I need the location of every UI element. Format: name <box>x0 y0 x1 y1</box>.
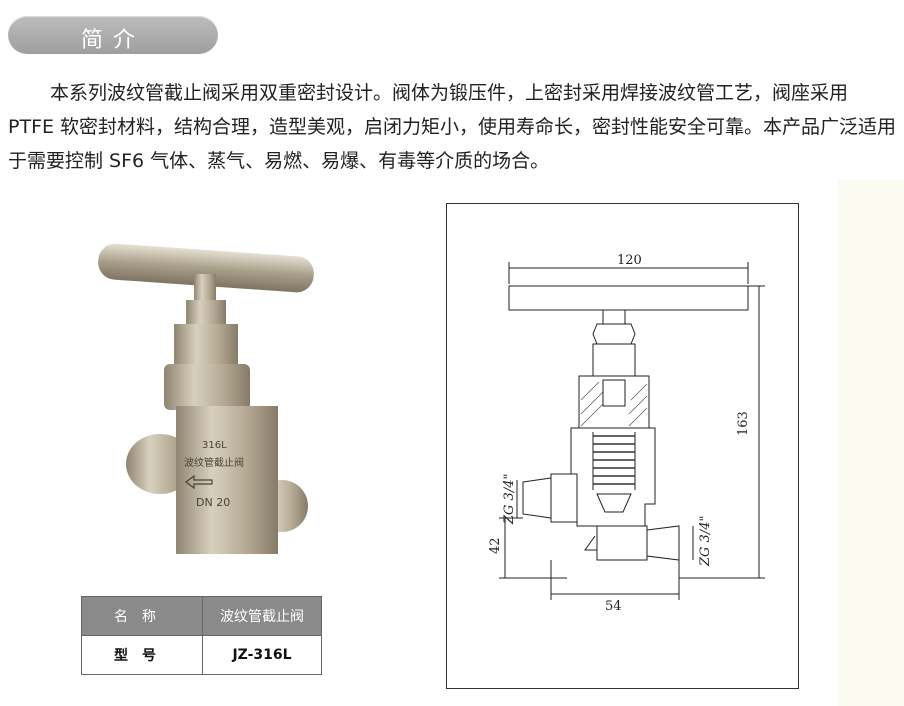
section-header: 简介 <box>8 16 218 54</box>
drawing-bellows <box>593 435 635 485</box>
drawing-handle <box>508 285 749 311</box>
thread-right: ZG 3/4" <box>698 516 713 567</box>
dim-body-width: 54 <box>605 599 622 614</box>
spec-row-model: 型号 JZ-316L <box>81 635 322 675</box>
valve-body <box>176 406 278 554</box>
spec-label-model: 型号 <box>81 635 203 675</box>
bonnet <box>174 324 238 368</box>
drawing-left-port <box>550 473 578 523</box>
technical-drawing: 120 163 54 42 ZG 3/4" ZG 3/4" <box>446 203 799 689</box>
dim-total-height: 163 <box>736 411 751 436</box>
engraving-grade: 316L <box>202 440 227 451</box>
gland-nut <box>186 300 226 326</box>
dim-port-height: 42 <box>488 537 503 554</box>
spec-value-name: 波纹管截止阀 <box>202 596 322 636</box>
section-title: 简介 <box>80 28 145 53</box>
right-edge-tint <box>838 180 904 706</box>
drawing-svg: 120 163 54 42 ZG 3/4" ZG 3/4" <box>488 253 765 614</box>
drawing-body <box>570 427 656 527</box>
intro-text: 本系列波纹管截止阀采用双重密封设计。阀体为锻压件，上密封采用焊接波纹管工艺，阀座… <box>8 82 897 172</box>
bonnet-collar <box>164 364 250 410</box>
intro-paragraph: 本系列波纹管截止阀采用双重密封设计。阀体为锻压件，上密封采用焊接波纹管工艺，阀座… <box>8 76 898 178</box>
engraving-name: 波纹管截止阀 <box>184 456 244 469</box>
valve-photo: 316L 波纹管截止阀 DN 20 <box>98 243 314 554</box>
flow-arrow <box>185 474 213 490</box>
spec-table: 名称 波纹管截止阀 型号 JZ-316L <box>81 596 322 675</box>
spec-label-name: 名称 <box>81 596 203 636</box>
dim-handle-width: 120 <box>617 253 642 268</box>
handle-bar <box>98 243 314 293</box>
engraving-dn: DN 20 <box>196 496 230 509</box>
drawing-gland-nut <box>592 323 636 345</box>
drawing-right-port <box>596 525 648 561</box>
thread-left: ZG 3/4" <box>502 474 517 525</box>
stem <box>194 274 216 304</box>
spec-value-model: JZ-316L <box>202 635 322 675</box>
spec-row-name: 名称 波纹管截止阀 <box>81 596 322 636</box>
